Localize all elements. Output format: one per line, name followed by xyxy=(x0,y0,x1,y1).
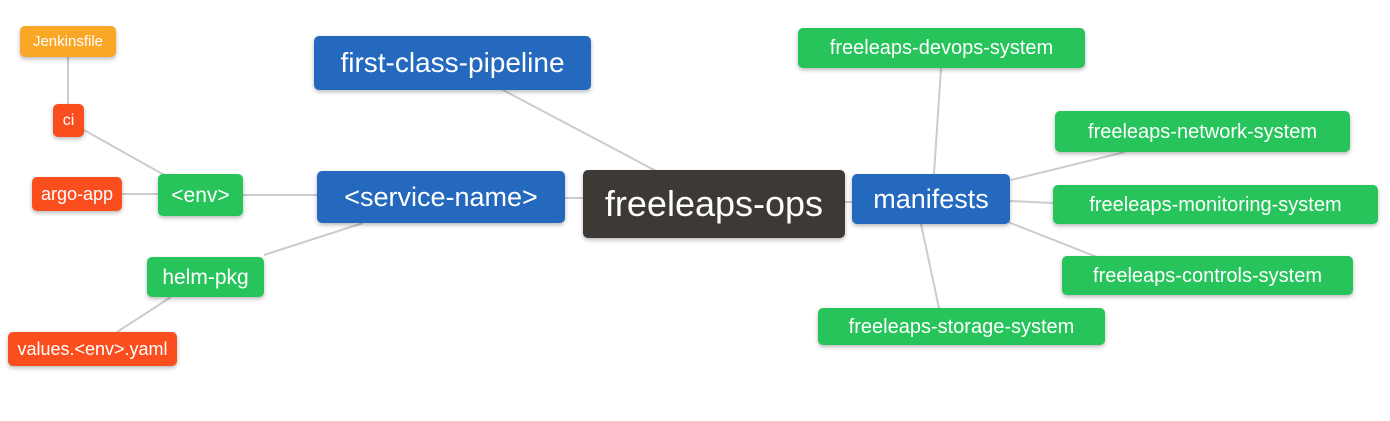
node-jenkinsfile[interactable]: Jenkinsfile xyxy=(20,26,116,57)
node-helm-pkg[interactable]: helm-pkg xyxy=(147,257,264,297)
node-label: freeleaps-devops-system xyxy=(829,37,1054,59)
edge-first-class-pipeline--freeleaps-ops xyxy=(502,89,659,173)
node-values-env-yaml[interactable]: values.<env>.yaml xyxy=(8,332,177,366)
edge-ci--env xyxy=(83,129,167,177)
node-freeleaps-monitoring-system[interactable]: freeleaps-monitoring-system xyxy=(1053,185,1378,224)
node-label: <env> xyxy=(171,183,230,207)
node-freeleaps-devops-system[interactable]: freeleaps-devops-system xyxy=(798,28,1085,68)
node-freeleaps-ops[interactable]: freeleaps-ops xyxy=(583,170,845,238)
node-env[interactable]: <env> xyxy=(158,174,243,216)
node-freeleaps-storage-system[interactable]: freeleaps-storage-system xyxy=(818,308,1105,345)
node-manifests[interactable]: manifests xyxy=(852,174,1010,224)
edge-manifests--freeleaps-controls-system xyxy=(1007,221,1098,258)
node-label: ci xyxy=(62,111,75,129)
node-freeleaps-controls-system[interactable]: freeleaps-controls-system xyxy=(1062,256,1353,295)
edge-manifests--freeleaps-storage-system xyxy=(920,223,940,309)
node-label: freeleaps-network-system xyxy=(1088,120,1317,143)
node-ci[interactable]: ci xyxy=(53,104,84,137)
node-label: values.<env>.yaml xyxy=(17,339,168,359)
node-label: argo-app xyxy=(40,184,114,204)
node-label: manifests xyxy=(873,183,989,214)
node-label: <service-name> xyxy=(344,181,538,212)
edge-service-name--helm-pkg xyxy=(263,222,364,256)
edge-manifests--freeleaps-devops-system xyxy=(933,67,942,175)
node-service-name[interactable]: <service-name> xyxy=(317,171,565,223)
node-label: freeleaps-monitoring-system xyxy=(1089,193,1342,216)
edge-manifests--freeleaps-monitoring-system xyxy=(1009,200,1054,204)
node-label: freeleaps-storage-system xyxy=(848,315,1075,338)
node-first-class-pipeline[interactable]: first-class-pipeline xyxy=(314,36,591,90)
node-label: helm-pkg xyxy=(162,265,249,289)
node-label: freeleaps-controls-system xyxy=(1093,264,1322,287)
node-argo-app[interactable]: argo-app xyxy=(32,177,122,211)
node-freeleaps-network-system[interactable]: freeleaps-network-system xyxy=(1055,111,1350,152)
edge-helm-pkg--values-env-yaml xyxy=(116,296,172,333)
node-label: freeleaps-ops xyxy=(604,183,824,224)
node-label: Jenkinsfile xyxy=(32,33,104,50)
edge-manifests--freeleaps-network-system xyxy=(1010,151,1126,181)
node-label: first-class-pipeline xyxy=(340,47,565,78)
